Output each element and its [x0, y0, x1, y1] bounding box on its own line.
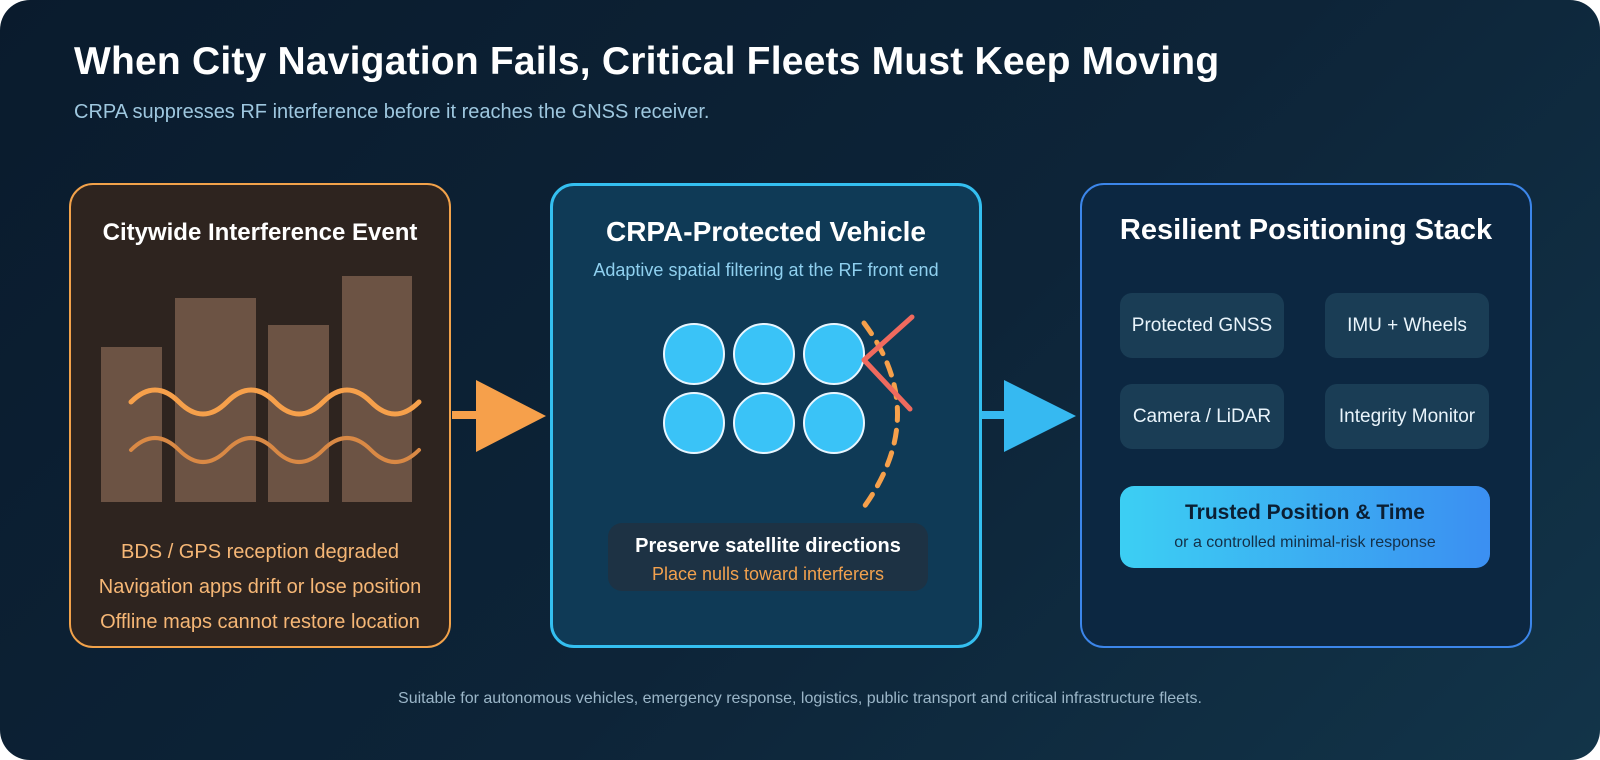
interference-effects-list: BDS / GPS reception degraded Navigation … — [71, 535, 449, 640]
trusted-output-subtitle: or a controlled minimal-risk response — [1174, 534, 1436, 551]
effect-navigation-drift: Navigation apps drift or lose position — [98, 576, 422, 598]
crpa-panel-title: CRPA-Protected Vehicle — [605, 216, 927, 247]
beamforming-strategy-box: Preserve satellite directions Place null… — [608, 523, 928, 591]
tile-camera-lidar: Camera / LiDAR — [1120, 384, 1284, 449]
antenna-element — [663, 323, 725, 385]
antenna-element — [733, 323, 795, 385]
crpa-vehicle-panel: CRPA-Protected Vehicle Adaptive spatial … — [550, 183, 982, 648]
tile-protected-gnss: Protected GNSS — [1120, 293, 1284, 358]
building-2 — [175, 298, 256, 502]
tile-imu-wheels: IMU + Wheels — [1325, 293, 1489, 358]
beamforming-subtitle: Place nulls toward interferers — [651, 564, 885, 584]
flow-arrow-right-icon — [982, 380, 1076, 452]
page-title: When City Navigation Fails, Critical Fle… — [74, 40, 1220, 83]
interference-null-icon — [861, 314, 915, 412]
interference-wave-weak — [129, 436, 421, 464]
antenna-element — [803, 392, 865, 454]
building-1 — [101, 347, 162, 502]
interference-wave-strong — [128, 387, 422, 417]
interference-panel-title: Citywide Interference Event — [102, 219, 418, 246]
positioning-stack-panel: Resilient Positioning Stack Protected GN… — [1080, 183, 1532, 648]
antenna-element — [803, 323, 865, 385]
beamforming-title: Preserve satellite directions — [635, 535, 901, 557]
coverage-arc — [861, 320, 900, 510]
crpa-panel-subtitle: Adaptive spatial filtering at the RF fro… — [593, 260, 939, 280]
footer-note: Suitable for autonomous vehicles, emerge… — [398, 690, 1202, 707]
antenna-element — [733, 392, 795, 454]
trusted-output-box: Trusted Position & Time or a controlled … — [1120, 486, 1490, 568]
effect-reception-degraded: BDS / GPS reception degraded — [121, 541, 399, 563]
page-subtitle: CRPA suppresses RF interference before i… — [74, 101, 710, 123]
antenna-element — [663, 392, 725, 454]
trusted-output-title: Trusted Position & Time — [1185, 501, 1425, 524]
city-interference-illustration — [101, 276, 422, 502]
tile-integrity-monitor: Integrity Monitor — [1325, 384, 1489, 449]
effect-offline-maps: Offline maps cannot restore location — [100, 611, 420, 633]
interference-event-panel: Citywide Interference Event BDS / GPS re… — [69, 183, 451, 648]
stack-panel-title: Resilient Positioning Stack — [1119, 214, 1493, 246]
flow-arrow-right-icon — [452, 380, 546, 452]
crpa-antenna-array — [663, 314, 915, 510]
